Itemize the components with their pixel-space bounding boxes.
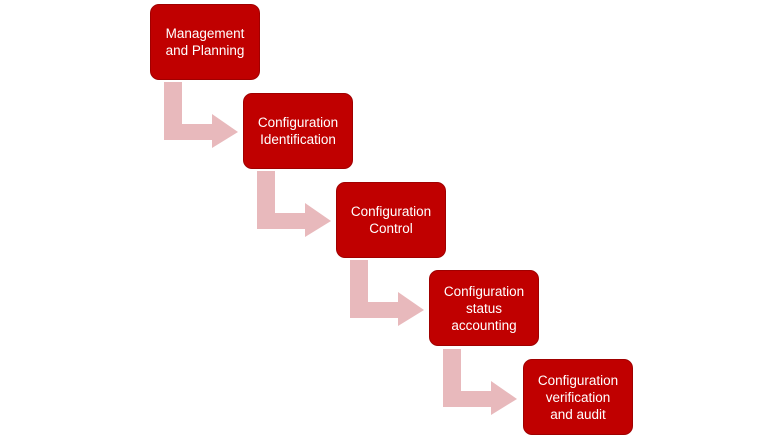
bent-arrow-icon-2 [257, 171, 331, 237]
step-label: Configuration Identification [257, 115, 339, 147]
step-management-and-planning: Management and Planning [150, 4, 260, 80]
step-configuration-status-accounting: Configuration status accounting [429, 270, 539, 346]
bent-arrow-icon-1 [164, 82, 238, 148]
bent-arrow-icon-3 [350, 260, 424, 326]
step-label: Configuration status accounting [443, 283, 525, 333]
step-configuration-control: Configuration Control [336, 182, 446, 258]
bent-arrow-icon-4 [443, 349, 517, 415]
step-configuration-verification-and-audit: Configuration verification and audit [523, 359, 633, 435]
step-label: Configuration verification and audit [537, 372, 619, 422]
step-label: Management and Planning [165, 26, 245, 58]
step-label: Configuration Control [350, 204, 432, 236]
step-configuration-identification: Configuration Identification [243, 93, 353, 169]
